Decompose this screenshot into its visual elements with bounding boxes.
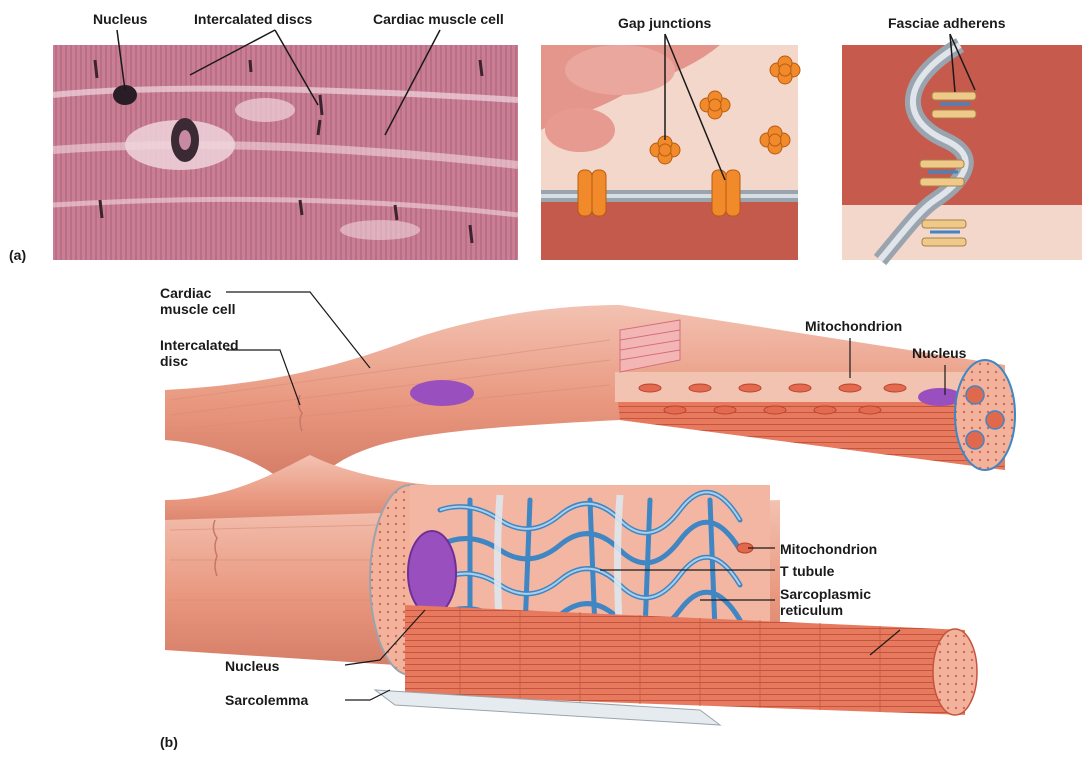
label-gap-junctions: Gap junctions: [618, 15, 711, 31]
fasciae-adherens-panel: [842, 34, 1082, 260]
label-nucleus-top: Nucleus: [912, 345, 966, 361]
label-sarcoplasmic-reticulum: Sarcoplasmic reticulum: [780, 586, 871, 618]
panel-letter-b: (b): [160, 734, 178, 750]
label-t-tubule: T tubule: [780, 563, 834, 579]
label-cardiac-muscle-cell-b: Cardiac muscle cell: [160, 285, 236, 317]
label-mitochondrion-right: Mitochondrion: [780, 541, 877, 557]
gap-junctions-panel: [541, 34, 800, 260]
label-intercalated-discs: Intercalated discs: [194, 11, 312, 27]
cardiac-muscle-illustration: [165, 305, 1015, 725]
panel-letter-a: (a): [9, 247, 26, 263]
label-intercalated-disc: Intercalated disc: [160, 337, 239, 369]
label-nucleus-a: Nucleus: [93, 11, 147, 27]
label-sarcolemma: Sarcolemma: [225, 692, 308, 708]
micrograph-panel: [53, 30, 518, 260]
label-mitochondrion-top: Mitochondrion: [805, 318, 902, 334]
label-nucleus-bottom: Nucleus: [225, 658, 279, 674]
label-fasciae-adherens: Fasciae adherens: [888, 15, 1006, 31]
label-cardiac-muscle-cell-a: Cardiac muscle cell: [373, 11, 504, 27]
